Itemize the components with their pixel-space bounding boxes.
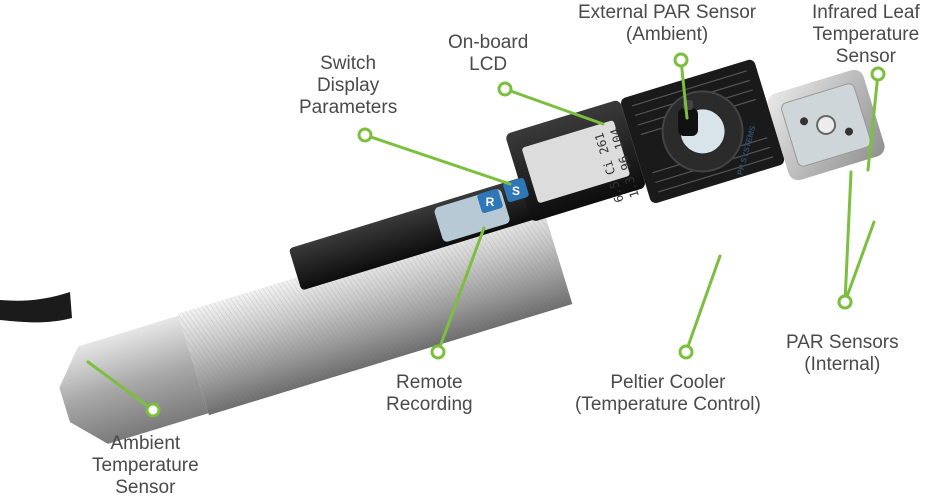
infrared-sensor-window [816, 114, 837, 135]
svg-text:R: R [486, 195, 495, 209]
leader-par-internal-2-dot [837, 294, 853, 310]
lcd-screen [522, 120, 630, 203]
leader-remote-recording-dot [430, 344, 446, 360]
ambient-temperature-sensor-cap [59, 315, 209, 444]
black-handle [289, 164, 578, 290]
leader-infrared-leaf-dot [870, 66, 886, 82]
leader-external-par [679, 58, 689, 120]
leader-onboard-lcd [503, 87, 605, 126]
internal-par-sensor-2 [845, 127, 854, 136]
leader-ambient-temperature [86, 360, 155, 412]
external-par-sensor [678, 108, 698, 136]
leader-peltier-cooler [684, 254, 722, 354]
leader-remote-recording [436, 226, 486, 354]
leader-par-internal-1 [843, 170, 853, 304]
leader-onboard-lcd-dot [497, 81, 513, 97]
leader-ambient-temperature-dot [145, 402, 161, 418]
label-par-sensors-internal: PAR Sensors(Internal) [786, 332, 899, 375]
cable [0, 292, 72, 323]
leader-peltier-cooler-dot [678, 344, 694, 360]
leader-switch-display-dot [357, 127, 373, 143]
leader-external-par-dot [673, 52, 689, 68]
leader-switch-display [363, 133, 512, 186]
internal-par-sensor-1 [800, 117, 809, 126]
label-external-par-sensor: External PAR Sensor(Ambient) [578, 2, 757, 45]
key-r-button[interactable]: R [477, 188, 504, 214]
leader-infrared-leaf [866, 72, 880, 172]
label-peltier-cooler: Peltier Cooler(Temperature Control) [575, 372, 761, 415]
leader-par-internal-2 [843, 220, 876, 304]
svg-text:S: S [512, 184, 520, 198]
